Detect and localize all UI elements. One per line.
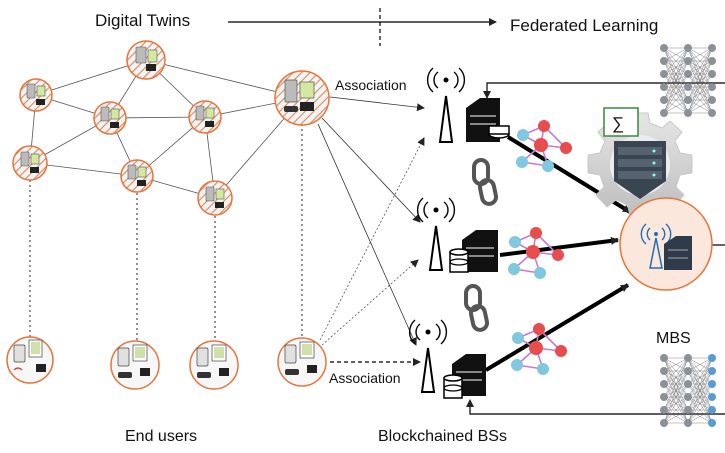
sum-symbol: ∑: [612, 114, 624, 133]
neural-network-node: [660, 393, 668, 401]
digital-twin-device-icon: [197, 180, 233, 216]
local-model-graph-icon: [511, 323, 567, 375]
neural-network-node: [660, 57, 668, 65]
neural-network-node: [684, 367, 692, 375]
user-device-icon: [277, 337, 327, 387]
label-mbs: MBS: [656, 330, 691, 347]
base-station-antenna-icon: [416, 197, 456, 271]
neural-network-node: [708, 419, 716, 427]
neural-network-node: [660, 406, 668, 414]
label-association-top: Association: [335, 77, 407, 93]
neural-network-node: [684, 406, 692, 414]
label-end-users: End users: [125, 428, 197, 445]
digital-twin-device-icon: [93, 101, 127, 135]
digital-twin-device-icon: [120, 159, 154, 193]
server-icon: [443, 354, 486, 399]
database-icon: [443, 374, 463, 399]
local-model-graph-icon: [508, 227, 564, 279]
neural-network-icon: [660, 354, 716, 427]
neural-network-node: [708, 109, 716, 117]
twin-user-links: [29, 124, 303, 342]
neural-network-node: [660, 96, 668, 104]
neural-network-node: [684, 96, 692, 104]
neural-network-node: [660, 367, 668, 375]
neural-network-node: [708, 367, 716, 375]
neural-network-node: [660, 354, 668, 362]
aggregation-server-gear-icon: [587, 112, 693, 218]
neural-network-node: [660, 109, 668, 117]
neural-network-node: [660, 419, 668, 427]
user-device-icon: [110, 340, 160, 390]
neural-network-node: [684, 380, 692, 388]
twin-mesh-edges: [29, 59, 303, 199]
sum-box: [603, 107, 639, 137]
neural-network-node: [660, 70, 668, 78]
server-icon: [466, 98, 510, 142]
neural-network-node: [684, 83, 692, 91]
macro-base-station-icon: [619, 197, 713, 291]
digital-twin-device-icon: [126, 40, 166, 80]
neural-network-node: [684, 57, 692, 65]
neural-network-node: [684, 354, 692, 362]
neural-network-node: [660, 44, 668, 52]
neural-network-node: [708, 354, 716, 362]
neural-network-node: [708, 70, 716, 78]
neural-network-node: [660, 380, 668, 388]
neural-network-node: [708, 393, 716, 401]
neural-network-node: [708, 44, 716, 52]
label-digital-twins: Digital Twins: [95, 11, 190, 30]
blockchain-chain-icon: [472, 158, 499, 206]
neural-network-node: [708, 83, 716, 91]
neural-network-icon: [660, 44, 716, 117]
neural-network-node: [708, 96, 716, 104]
neural-network-node: [708, 57, 716, 65]
neural-network-node: [708, 406, 716, 414]
neural-network-node: [684, 419, 692, 427]
neural-network-node: [684, 70, 692, 78]
user-device-icon: [189, 340, 239, 390]
neural-network-node: [684, 393, 692, 401]
blockchain-chain-icon: [464, 284, 490, 332]
association-arrows-dotted: [319, 137, 425, 346]
local-model-graph-icon: [516, 120, 572, 172]
label-federated-learning: Federated Learning: [510, 16, 658, 35]
digital-twin-device-icon: [12, 145, 48, 181]
server-icon: [449, 230, 498, 273]
label-association-bottom: Association: [329, 370, 401, 386]
neural-network-node: [660, 83, 668, 91]
base-station-antenna-icon: [408, 319, 448, 393]
association-arrows-solid: [317, 96, 425, 346]
neural-network-node: [684, 109, 692, 117]
neural-network-node: [708, 380, 716, 388]
user-device-icon: [6, 336, 54, 384]
digital-twin-device-icon: [188, 100, 222, 134]
label-blockchained-bss: Blockchained BSs: [378, 428, 507, 445]
digital-twin-device-icon: [274, 70, 330, 126]
header-arrow: [228, 8, 497, 46]
base-station-antenna-icon: [426, 67, 466, 143]
feedback-arrows: [466, 82, 725, 415]
neural-network-node: [684, 44, 692, 52]
digital-twin-device-icon: [19, 78, 53, 112]
database-icon: [449, 248, 469, 273]
